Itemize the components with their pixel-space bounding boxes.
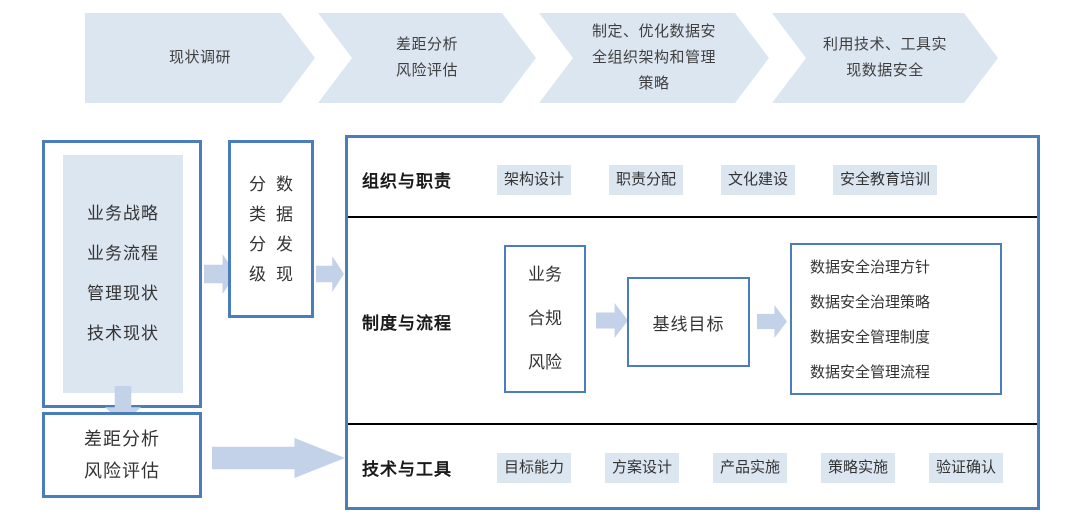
tag-technology-4[interactable]: 策略实施 (821, 453, 896, 483)
discovery-right-char-1: 数 (276, 175, 293, 194)
policy-source-text: 业务 合规 风险 (528, 253, 562, 385)
row-label-organization: 组织与职责 (362, 172, 452, 191)
data-discovery-column-right: 数 据 发 现 (276, 170, 293, 290)
right-arrow-icon-discovery-to-panel (316, 256, 344, 292)
current-state-item-4: 技术现状 (87, 324, 159, 343)
discovery-right-char-2: 据 (276, 205, 293, 224)
process-step-4[interactable]: 利用技术、工具实 现数据安全 (772, 13, 998, 103)
baseline-target-label: 基线目标 (652, 314, 725, 334)
tag-technology-3[interactable]: 产品实施 (713, 453, 788, 483)
policy-output-1: 数据安全治理方针 (810, 259, 931, 276)
row-label-technology: 技术与工具 (362, 460, 452, 479)
policy-source-item-2: 合规 (528, 309, 562, 328)
tag-technology-5[interactable]: 验证确认 (929, 453, 1004, 483)
process-step-1[interactable]: 现状调研 (85, 13, 315, 103)
discovery-left-char-1: 分 (249, 175, 266, 194)
policy-source-box[interactable]: 业务 合规 风险 (504, 245, 586, 393)
discovery-left-char-2: 类 (249, 205, 266, 224)
panel-divider-2 (348, 423, 1037, 425)
process-step-4-line-2: 现数据安全 (846, 62, 924, 79)
gap-analysis-text: 差距分析 风险评估 (84, 423, 160, 487)
gap-analysis-line-2: 风险评估 (84, 461, 160, 481)
process-step-2-line-1: 差距分析 (395, 36, 458, 53)
process-step-2-text: 差距分析 风险评估 (396, 32, 458, 84)
policy-source-item-3: 风险 (528, 353, 562, 372)
tag-organization-3[interactable]: 文化建设 (721, 165, 796, 195)
tag-technology-1[interactable]: 目标能力 (497, 453, 572, 483)
tag-organization-4[interactable]: 安全教育培训 (833, 165, 938, 195)
row-label-policy: 制度与流程 (362, 314, 452, 333)
tag-technology-2[interactable]: 方案设计 (605, 453, 680, 483)
data-discovery-column-left: 分 类 分 级 (249, 170, 266, 290)
discovery-left-char-3: 分 (249, 235, 266, 254)
policy-output-2: 数据安全治理策略 (810, 294, 931, 311)
current-state-item-3: 管理现状 (87, 284, 159, 303)
data-discovery-box[interactable]: 数 据 发 现 分 类 分 级 (228, 140, 314, 318)
tag-organization-1[interactable]: 架构设计 (497, 165, 572, 195)
tag-organization-2[interactable]: 职责分配 (609, 165, 684, 195)
process-step-1-text: 现状调研 (169, 45, 231, 71)
gap-analysis-line-1: 差距分析 (84, 429, 160, 449)
process-step-3-line-3: 策略 (638, 75, 670, 92)
baseline-target-box[interactable]: 基线目标 (627, 277, 750, 367)
process-step-3-text: 制定、优化数据安 全组织架构和管理 策略 (592, 19, 716, 97)
process-step-3[interactable]: 制定、优化数据安 全组织架构和管理 策略 (539, 13, 769, 103)
discovery-right-char-4: 现 (276, 265, 293, 284)
process-step-3-line-1: 制定、优化数据安 (591, 23, 716, 40)
discovery-left-char-4: 级 (249, 265, 266, 284)
gap-analysis-box[interactable]: 差距分析 风险评估 (42, 412, 202, 498)
process-step-4-line-1: 利用技术、工具实 (822, 36, 947, 53)
long-right-arrow-icon (212, 438, 345, 478)
process-step-4-text: 利用技术、工具实 现数据安全 (823, 32, 947, 84)
policy-source-item-1: 业务 (528, 265, 562, 284)
policy-output-4: 数据安全管理流程 (810, 364, 931, 381)
policy-outputs-box[interactable] (790, 243, 1002, 395)
current-state-item-1: 业务战略 (87, 204, 159, 223)
discovery-right-char-3: 发 (276, 235, 293, 254)
process-step-3-line-2: 全组织架构和管理 (591, 49, 716, 66)
panel-divider-1 (348, 216, 1037, 218)
current-state-fill: 业务战略 业务流程 管理现状 技术现状 (63, 155, 183, 393)
current-state-item-2: 业务流程 (87, 244, 159, 263)
policy-output-3: 数据安全管理制度 (810, 329, 931, 346)
process-step-2[interactable]: 差距分析 风险评估 (318, 13, 536, 103)
process-step-1-line-1: 现状调研 (168, 49, 231, 66)
process-step-2-line-2: 风险评估 (395, 62, 458, 79)
